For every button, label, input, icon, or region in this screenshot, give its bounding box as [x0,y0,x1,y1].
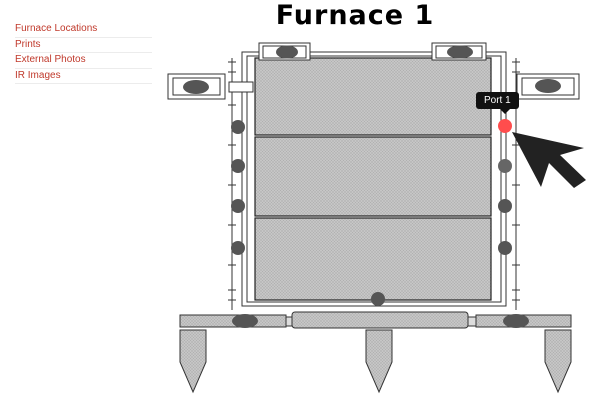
left-burner [167,73,254,100]
port-right-2[interactable] [498,159,512,173]
nav-link-external-photos[interactable]: External Photos [15,53,152,69]
port-tooltip: Port 1 [476,92,519,114]
exhaust-pipe [179,311,572,329]
port-left-4[interactable] [231,241,245,255]
port-markers [231,119,512,306]
top-burners [258,42,487,61]
nav-link-furnace-locations[interactable]: Furnace Locations [15,22,152,38]
port-right-4[interactable] [498,241,512,255]
sidebar-nav: Furnace Locations Prints External Photos… [15,22,152,84]
furnace-panel-middle [254,136,492,217]
nav-link-ir-images[interactable]: IR Images [15,69,152,84]
port-bottom[interactable] [371,292,385,306]
port-left-3[interactable] [231,199,245,213]
port-right-3[interactable] [498,199,512,213]
port-left-1[interactable] [231,120,245,134]
support-legs [179,329,572,394]
furnace-panel-bottom [254,217,492,301]
nav-link-prints[interactable]: Prints [15,38,152,53]
furnace-panels [254,57,492,301]
arrow-cursor-icon [512,132,586,188]
right-burner [516,73,580,100]
port-left-2[interactable] [231,159,245,173]
furnace-panel-top [254,57,492,136]
port-1-active[interactable] [498,119,512,133]
page-title: Furnace 1 [275,0,435,31]
side-rails [228,58,520,310]
